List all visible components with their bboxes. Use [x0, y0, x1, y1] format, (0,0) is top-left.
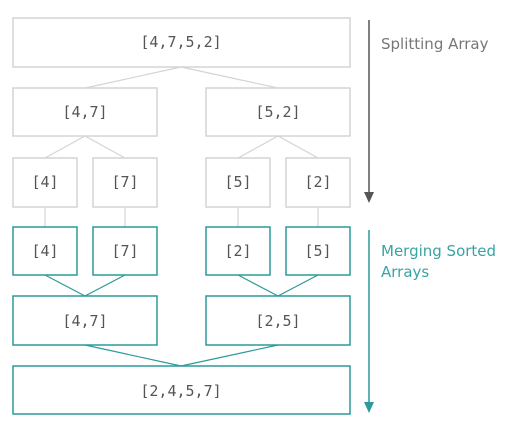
split-leaf: [4]	[12, 157, 78, 208]
split-leaf: [2]	[285, 157, 351, 208]
connector-line	[180, 344, 279, 367]
split-arrow	[364, 20, 374, 203]
node-label: [5]	[224, 173, 251, 191]
node-label: [4]	[31, 242, 58, 260]
node-label: [5]	[304, 242, 331, 260]
split-node-root: [4,7,5,2]	[12, 17, 351, 68]
split-connectors	[44, 66, 319, 227]
node-label: [2,5]	[255, 312, 300, 330]
split-node-right: [5,2]	[205, 87, 351, 137]
merge-leaf: [5]	[285, 226, 351, 276]
node-label: [2]	[304, 173, 331, 191]
connector-line	[237, 274, 279, 297]
node-label: [4,7]	[62, 312, 107, 330]
connector-line	[44, 274, 86, 297]
merge-node-right: [2,5]	[205, 295, 351, 346]
node-label: [2]	[224, 242, 251, 260]
node-label: [4,7]	[62, 103, 107, 121]
node-label: [2,4,5,7]	[140, 382, 221, 400]
merge-connectors	[44, 274, 319, 367]
split-node-left: [4,7]	[12, 87, 158, 137]
splitting-array-label: Splitting Array	[381, 35, 489, 53]
merge-node-left: [4,7]	[12, 295, 158, 346]
connector-line	[180, 66, 279, 89]
connector-line	[84, 66, 182, 89]
node-label: [7]	[111, 173, 138, 191]
merge-label-line: Arrays	[381, 263, 429, 281]
node-label: [5,2]	[255, 103, 300, 121]
merging-sorted-arrays-label: Merging Sorted Arrays	[381, 242, 501, 281]
connector-line	[277, 135, 319, 159]
split-leaf: [5]	[205, 157, 271, 208]
merge-leaf: [7]	[92, 226, 158, 276]
merge-boxes: [4] [7] [2] [5] [4,7] [2,5]	[12, 226, 351, 415]
connector-line	[237, 135, 279, 159]
merge-node-root: [2,4,5,7]	[12, 365, 351, 415]
connector-line	[84, 135, 126, 159]
merge-leaf: [2]	[205, 226, 271, 276]
merge-label-line: Merging Sorted	[381, 242, 496, 260]
node-label: [7]	[111, 242, 138, 260]
split-leaf: [7]	[92, 157, 158, 208]
merge-leaf: [4]	[12, 226, 78, 276]
node-label: [4]	[31, 173, 58, 191]
connector-line	[84, 274, 126, 297]
connector-line	[44, 135, 86, 159]
merge-arrow	[364, 230, 374, 413]
node-label: [4,7,5,2]	[140, 33, 221, 51]
split-boxes: [4,7,5,2] [4,7] [5,2] [4] [7] [5]	[12, 17, 351, 208]
connector-line	[84, 344, 182, 367]
connector-line	[277, 274, 319, 297]
